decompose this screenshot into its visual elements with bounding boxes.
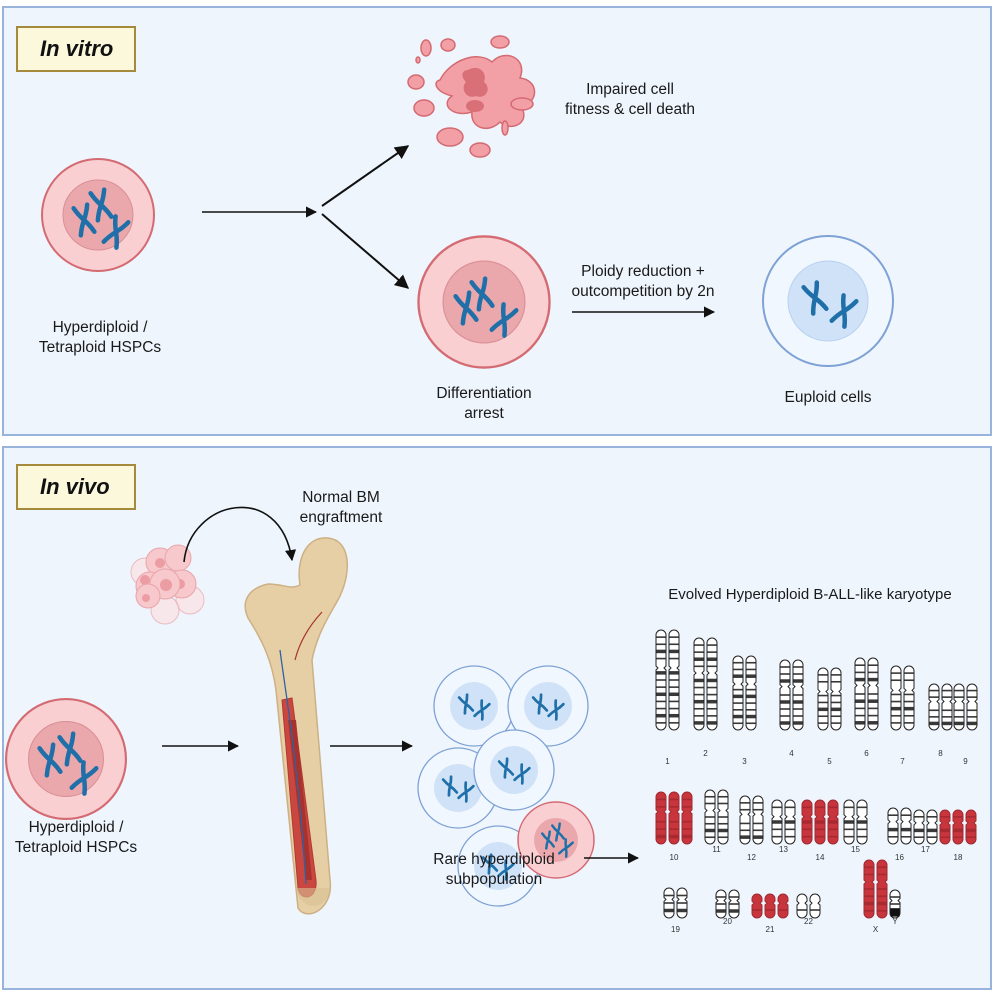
chromosome-14: 14 <box>801 799 839 862</box>
chromosome-number-label: 9 <box>963 757 968 766</box>
euploid-cell <box>473 729 555 811</box>
cell-death-label: Impaired cell fitness & cell death <box>564 81 696 118</box>
chromosome-15: 15 <box>843 799 868 854</box>
chromosome-21: 21 <box>751 893 789 934</box>
chromosome-number-label: 4 <box>789 749 794 758</box>
chromosome-x: X <box>863 859 888 934</box>
chromosome-20: 20 <box>715 889 740 926</box>
arrow-to-arrest <box>321 213 410 289</box>
cell-population <box>417 665 595 907</box>
chromosome-y: Y <box>889 889 901 926</box>
femur-icon <box>244 537 348 915</box>
chromosome-number-label: 14 <box>816 853 825 862</box>
chromosome-8: 8 <box>928 683 953 758</box>
dying-cell-icon <box>407 35 536 158</box>
chromosome-10: 10 <box>655 791 693 862</box>
chromosome-number-label: 17 <box>921 845 930 854</box>
euploid-cell <box>507 665 589 747</box>
arrested-cell <box>417 235 551 369</box>
chromosome-number-label: 8 <box>938 749 943 758</box>
chromosome-number-label: Y <box>892 917 898 926</box>
ploidy-reduction-label: Ploidy reduction + outcompetition by 2n <box>571 263 715 300</box>
chromosome-1: 1 <box>655 629 680 766</box>
chromosome-number-label: 10 <box>670 853 679 862</box>
chromosome-3: 3 <box>732 655 757 766</box>
chromosome-number-label: X <box>873 925 879 934</box>
subpopulation-label: Rare hyperdiploid subpopulation <box>433 851 555 888</box>
chromosome-22: 22 <box>796 893 821 926</box>
karyotype-title: Evolved Hyperdiploid B-ALL-like karyotyp… <box>668 586 952 603</box>
chromosome-13: 13 <box>771 799 796 854</box>
chromosome-number-label: 6 <box>864 749 869 758</box>
chromosome-number-label: 11 <box>712 845 721 854</box>
chromosome-number-label: 2 <box>703 749 708 758</box>
chromosome-18: 18 <box>939 809 977 862</box>
euploid-cells-label: Euploid cells <box>784 389 872 406</box>
hspc-label-in-vivo: Hyperdiploid / Tetraploid HSPCs <box>14 819 138 856</box>
chromosome-number-label: 3 <box>742 757 747 766</box>
chromosome-11: 11 <box>704 789 729 854</box>
hyperdiploid-cell <box>517 801 595 879</box>
hspc-label-in-vitro: Hyperdiploid / Tetraploid HSPCs <box>38 319 162 356</box>
chromosome-number-label: 15 <box>851 845 860 854</box>
chromosome-12: 12 <box>739 795 764 862</box>
arrow-to-death <box>321 145 410 207</box>
chromosome-19: 19 <box>663 887 688 934</box>
chromosome-2: 2 <box>693 637 718 758</box>
euploid-cell <box>433 665 515 747</box>
chromosome-6: 6 <box>854 657 879 758</box>
engraftment-label: Normal BM engraftment <box>299 489 383 526</box>
chromosome-7: 7 <box>890 665 915 766</box>
chromosome-4: 4 <box>779 659 804 758</box>
chromosome-16: 16 <box>887 807 912 862</box>
chromosome-number-label: 1 <box>665 757 670 766</box>
chromosome-17: 17 <box>913 809 938 854</box>
in-vitro-tag: In vitro <box>16 26 136 72</box>
chromosome-9: 9 <box>953 683 978 766</box>
chromosome-number-label: 22 <box>804 917 813 926</box>
hspc-cell-in-vitro <box>41 158 155 272</box>
chromosome-number-label: 20 <box>723 917 732 926</box>
chromosome-5: 5 <box>817 667 842 766</box>
hspc-cell-in-vivo <box>5 698 127 820</box>
chromosome-number-label: 19 <box>671 925 680 934</box>
euploid-cell <box>762 235 894 367</box>
chromosome-number-label: 16 <box>895 853 904 862</box>
chromosome-number-label: 18 <box>954 853 963 862</box>
chromosome-number-label: 13 <box>779 845 788 854</box>
in-vivo-tag: In vivo <box>16 464 136 510</box>
chromosome-number-label: 21 <box>766 925 775 934</box>
engraftment-arrow <box>183 506 297 563</box>
cell-cluster-icon <box>130 544 205 625</box>
chromosome-number-label: 12 <box>747 853 756 862</box>
chromosome-number-label: 7 <box>900 757 905 766</box>
differentiation-arrest-label: Differentiation arrest <box>436 385 532 422</box>
chromosome-number-label: 5 <box>827 757 832 766</box>
